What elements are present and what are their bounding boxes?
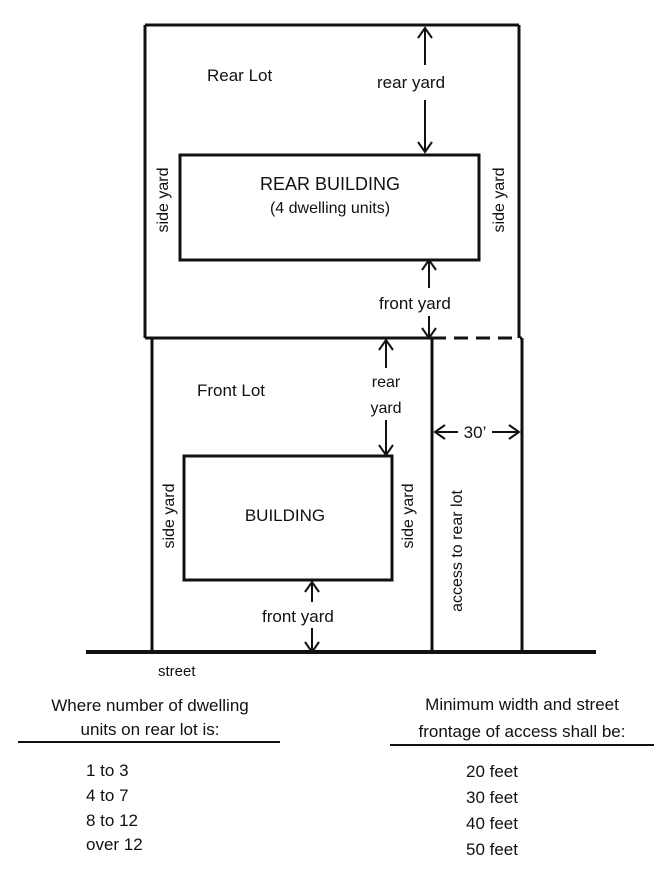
- requirements-table: Where number of dwelling units on rear l…: [18, 695, 654, 859]
- table-left-header-line2: units on rear lot is:: [81, 720, 220, 739]
- front-lot-rear-yard-dimension-arrow: [378, 338, 394, 457]
- front-lot-rear-yard-line2: yard: [370, 400, 401, 417]
- front-lot-label: Front Lot: [197, 381, 265, 400]
- front-lot-side-yard-left: side yard: [161, 484, 178, 549]
- access-width-dimension-arrow: [433, 424, 521, 440]
- front-lot-side-yard-right: side yard: [400, 484, 417, 549]
- table-row-units: 4 to 7: [86, 786, 129, 805]
- front-building-title: BUILDING: [245, 506, 325, 525]
- table-row-units: 1 to 3: [86, 761, 129, 780]
- rear-lot-front-yard-label: front yard: [379, 294, 451, 313]
- table-row-width: 50 feet: [466, 840, 518, 859]
- rear-building-title: REAR BUILDING: [260, 174, 400, 194]
- table-left-header-line1: Where number of dwelling: [51, 696, 248, 715]
- front-lot: Front Lot rear yard BUILDING side yard s…: [150, 338, 524, 654]
- rear-lot-side-yard-left: side yard: [155, 168, 172, 233]
- rear-building: [178, 153, 481, 262]
- table-row-units: over 12: [86, 835, 143, 854]
- rear-lot-side-yard-right: side yard: [491, 168, 508, 233]
- front-lot-rear-yard-line1: rear: [372, 374, 401, 391]
- table-row-width: 20 feet: [466, 762, 518, 781]
- rear-lot: Rear Lot rear yard REAR BUILDING (4 dwel…: [143, 23, 522, 340]
- front-building: [182, 454, 394, 582]
- rear-lot-rear-yard-label: rear yard: [377, 73, 445, 92]
- rear-building-subtitle: (4 dwelling units): [270, 200, 390, 217]
- table-right-header-line1: Minimum width and street: [425, 695, 619, 714]
- table-right-header-line2: frontage of access shall be:: [419, 722, 626, 741]
- rear-yard-dimension-arrow: [417, 26, 433, 154]
- table-row-units: 8 to 12: [86, 811, 138, 830]
- access-width-label: 30’: [464, 423, 487, 442]
- table-row-width: 30 feet: [466, 788, 518, 807]
- access-strip-label: access to rear lot: [449, 490, 466, 612]
- rear-lot-front-yard-dimension-arrow: [421, 258, 437, 340]
- front-lot-front-yard-label: front yard: [262, 607, 334, 626]
- rear-lot-label: Rear Lot: [207, 66, 272, 85]
- street-label: street: [158, 663, 196, 680]
- table-row-width: 40 feet: [466, 814, 518, 833]
